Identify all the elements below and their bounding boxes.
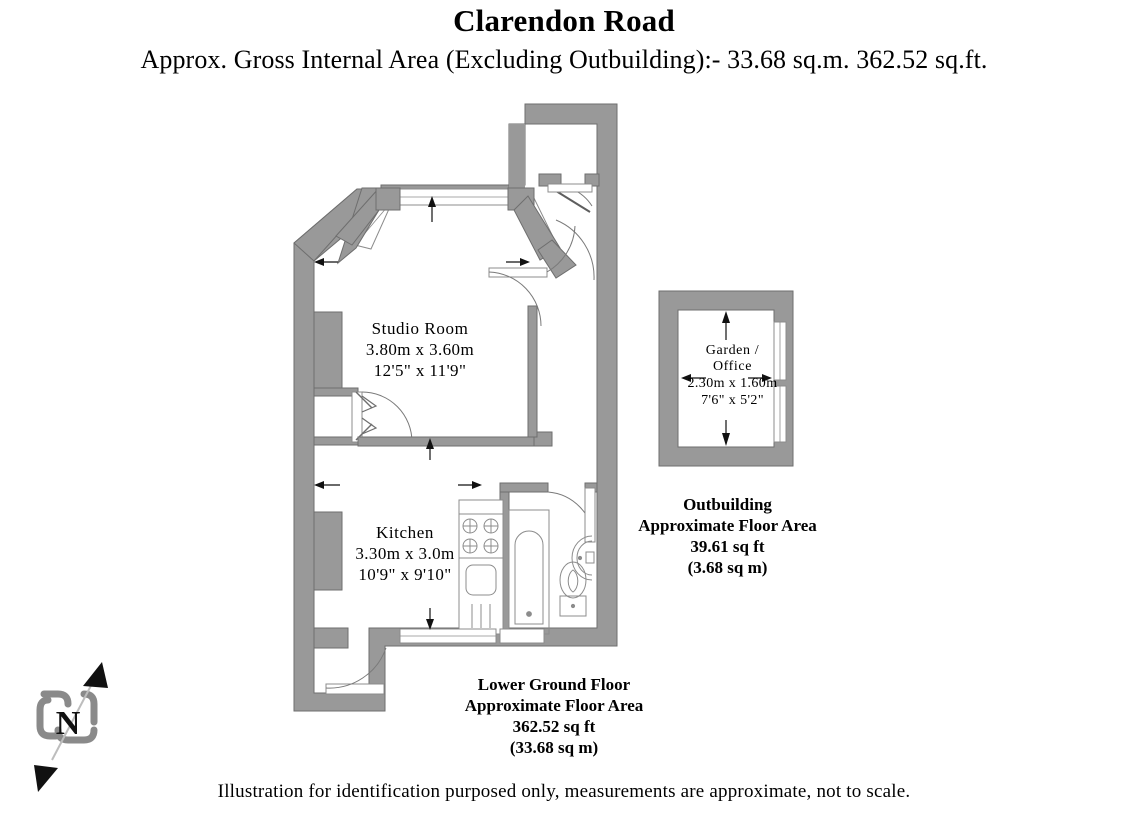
header-block: Clarendon Road Approx. Gross Internal Ar…: [0, 0, 1128, 76]
lower-ground-caption-line4: (33.68 sq m): [509, 738, 599, 757]
hob-burners: [462, 518, 499, 554]
rear-elevation-openings: [325, 628, 545, 695]
outbuilding-area-caption: Outbuilding Approximate Floor Area 39.61…: [600, 494, 855, 578]
page-title: Clarendon Road: [453, 3, 675, 38]
kitchen-name: Kitchen: [375, 523, 434, 542]
garden-office-dim-metric: 2.30m x 1.60m: [687, 376, 778, 391]
outbuilding-caption-line2: Approximate Floor Area: [638, 516, 817, 535]
lower-ground-caption-line2: Approximate Floor Area: [464, 696, 644, 715]
internal-partition-studio-kitchen: [357, 305, 553, 447]
bay-window: [335, 187, 577, 279]
lower-ground-caption-line3: 362.52 sq ft: [512, 717, 596, 736]
compass-rose-graphic: N: [34, 662, 108, 792]
outbuilding-caption-line1: Outbuilding: [683, 495, 772, 514]
room-label-studio-room: Studio Room 3.80m x 3.60m 12'5" x 11'9": [300, 318, 540, 381]
entrance-porch: [538, 173, 600, 213]
washbasin: [571, 535, 595, 581]
outbuilding-caption-line3: 39.61 sq ft: [690, 537, 765, 556]
lower-ground-floor-plan: [293, 103, 618, 712]
outbuilding-door: [773, 321, 787, 443]
toilet: [559, 561, 587, 617]
lower-ground-area-caption: Lower Ground Floor Approximate Floor Are…: [420, 674, 688, 758]
studio-room-dim-imperial: 12'5" x 11'9": [373, 361, 467, 380]
studio-room-name: Studio Room: [371, 319, 469, 338]
room-label-garden-office: Garden / Office 2.30m x 1.60m 7'6" x 5'2…: [650, 343, 815, 409]
kitchen-dim-metric: 3.30m x 3.0m: [355, 544, 455, 563]
room-label-kitchen: Kitchen 3.30m x 3.0m 10'9" x 9'10": [300, 522, 510, 585]
outbuilding-plan: [658, 290, 794, 467]
disclaimer-text: Illustration for identification purposed…: [217, 781, 911, 802]
hallway-front-door: [488, 219, 595, 327]
outbuilding-caption-line4: (3.68 sq m): [687, 558, 768, 577]
bath: [508, 509, 550, 635]
lower-ground-caption-line1: Lower Ground Floor: [477, 675, 631, 694]
kitchen-fixtures: [458, 499, 504, 635]
dimension-arrows-main: [314, 196, 530, 630]
compass-north-letter: N: [56, 705, 81, 742]
garden-office-name-line2: Office: [712, 359, 753, 374]
kitchen-chimney-breast: [313, 511, 349, 649]
studio-chimney-breast: [313, 311, 359, 446]
studio-side-door: [351, 391, 413, 443]
kitchen-dim-imperial: 10'9" x 9'10": [358, 565, 452, 584]
bathroom-fixtures: [508, 509, 595, 635]
studio-room-dim-metric: 3.80m x 3.60m: [365, 340, 475, 359]
garden-office-name-line1: Garden /: [705, 343, 760, 358]
page-subtitle: Approx. Gross Internal Area (Excluding O…: [140, 45, 988, 74]
garden-office-dim-imperial: 7'6" x 5'2": [701, 393, 764, 408]
dimension-arrows-outbuilding: [681, 311, 772, 446]
